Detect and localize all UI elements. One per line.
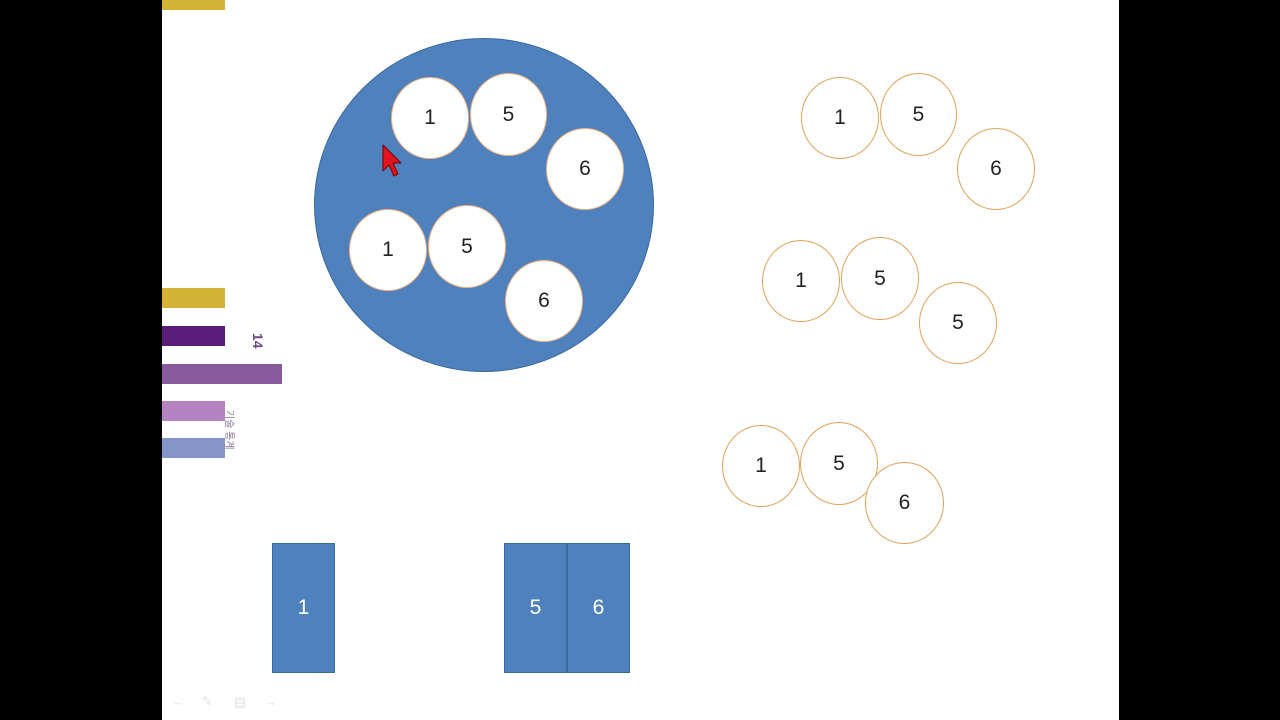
group-a-ball-5: 5 xyxy=(880,73,957,156)
slide: 14 기술 통계 1 5 6 1 5 6 1 5 6 1 5 5 1 5 6 1… xyxy=(162,0,1119,720)
menu-icon[interactable]: ▤ xyxy=(234,694,247,709)
group-c-ball-6: 6 xyxy=(865,462,944,544)
group-c-ball-1: 1 xyxy=(722,425,800,507)
top-accent-bar xyxy=(162,0,225,10)
slide-section-label: 기술 통계 xyxy=(223,410,234,450)
group-b-ball-5: 5 xyxy=(841,237,919,320)
card-1: 1 xyxy=(272,543,335,673)
accent-bar-gold xyxy=(162,288,225,308)
group-b-ball-1: 1 xyxy=(762,240,840,322)
ball-6: 6 xyxy=(546,128,624,210)
ball-5: 5 xyxy=(470,73,547,156)
card-5: 5 xyxy=(504,543,567,673)
accent-bar-purple xyxy=(162,364,282,384)
group-b-ball-5: 5 xyxy=(919,282,997,364)
accent-bar-dark-purple xyxy=(162,326,225,346)
forward-arrow-icon[interactable]: → xyxy=(264,694,277,709)
group-a-ball-1: 1 xyxy=(801,77,879,159)
ball-5: 5 xyxy=(428,205,506,288)
accent-bar-light-purple xyxy=(162,401,225,421)
ball-6: 6 xyxy=(505,260,583,342)
card-6: 6 xyxy=(567,543,630,673)
slide-number: 14 xyxy=(250,333,266,349)
ball-1: 1 xyxy=(349,209,427,291)
arrow-cursor-icon xyxy=(382,144,402,177)
pen-icon[interactable]: ✎ xyxy=(202,694,213,709)
ball-1: 1 xyxy=(391,77,469,159)
group-c-ball-5: 5 xyxy=(800,422,878,505)
accent-bar-blue xyxy=(162,438,225,458)
back-arrow-icon[interactable]: ← xyxy=(172,694,185,709)
group-a-ball-6: 6 xyxy=(957,128,1035,210)
